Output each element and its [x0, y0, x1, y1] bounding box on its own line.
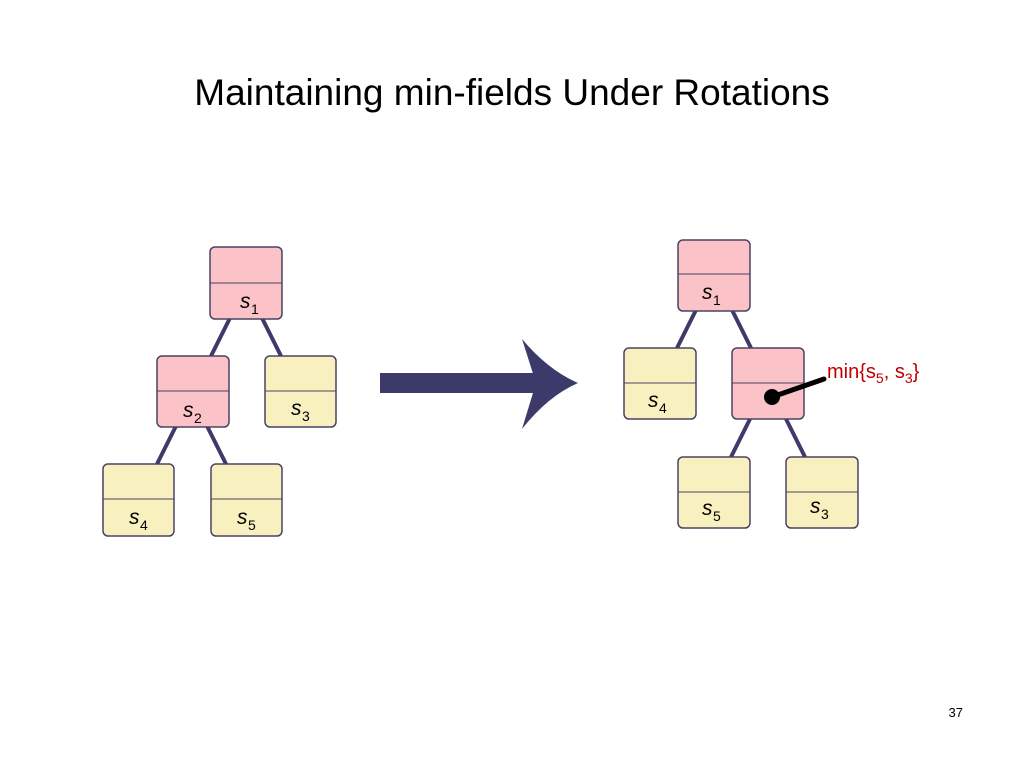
tree-node-s1: s 1	[209, 246, 283, 320]
right-tree: s 1 s 4 s 5 s 3	[623, 239, 920, 529]
tree-node-s2: s 2	[156, 355, 230, 428]
node-subscript: 3	[302, 408, 310, 424]
min-field-annotation: min{s5, s3}	[827, 361, 920, 386]
node-label: s	[648, 389, 659, 412]
node-subscript: 4	[659, 400, 667, 416]
edge	[260, 317, 283, 357]
annotation-sub-b: 3	[905, 370, 913, 386]
rotation-arrow	[380, 339, 578, 429]
node-label: s	[129, 506, 140, 529]
node-subscript: 1	[251, 301, 259, 317]
node-subscript: 4	[140, 517, 148, 533]
tree-node-s3: s 3	[785, 456, 859, 529]
annotation-sub-a: 5	[876, 370, 884, 386]
min-field-pointer	[764, 376, 827, 405]
tree-node-s5: s 5	[210, 463, 283, 537]
node-label: s	[702, 281, 713, 304]
node-label: s	[240, 290, 251, 313]
node-label: s	[237, 506, 248, 529]
tree-node-s1: s 1	[677, 239, 751, 312]
pointer-dot	[764, 389, 780, 405]
node-subscript: 3	[821, 506, 829, 522]
node-label: s	[702, 497, 713, 520]
annotation-prefix: min{s	[827, 361, 876, 383]
node-subscript: 1	[713, 292, 721, 308]
tree-node-s4: s 4	[623, 347, 697, 420]
node-subscript: 5	[713, 508, 721, 524]
edge	[205, 425, 228, 465]
tree-node-rotated	[731, 347, 805, 420]
node-subscript: 2	[194, 410, 202, 426]
node-subscript: 5	[248, 517, 256, 533]
annotation-suffix: }	[913, 361, 920, 383]
slide-title: Maintaining min-fields Under Rotations	[194, 72, 830, 113]
node-label: s	[183, 399, 194, 422]
edge	[784, 418, 807, 458]
edge	[155, 425, 178, 465]
edge	[729, 418, 752, 458]
tree-node-s5: s 5	[677, 456, 751, 529]
page-number: 37	[948, 705, 963, 720]
edge	[675, 309, 698, 349]
tree-node-s4: s 4	[102, 463, 175, 537]
annotation-middle: , s	[884, 361, 905, 383]
tree-node-s3: s 3	[264, 355, 337, 428]
node-label: s	[291, 397, 302, 420]
left-tree: s 1 s 2 s 3 s 4 s 5	[102, 246, 337, 537]
node-label: s	[810, 495, 821, 518]
edge	[730, 309, 753, 349]
edge	[209, 317, 232, 357]
